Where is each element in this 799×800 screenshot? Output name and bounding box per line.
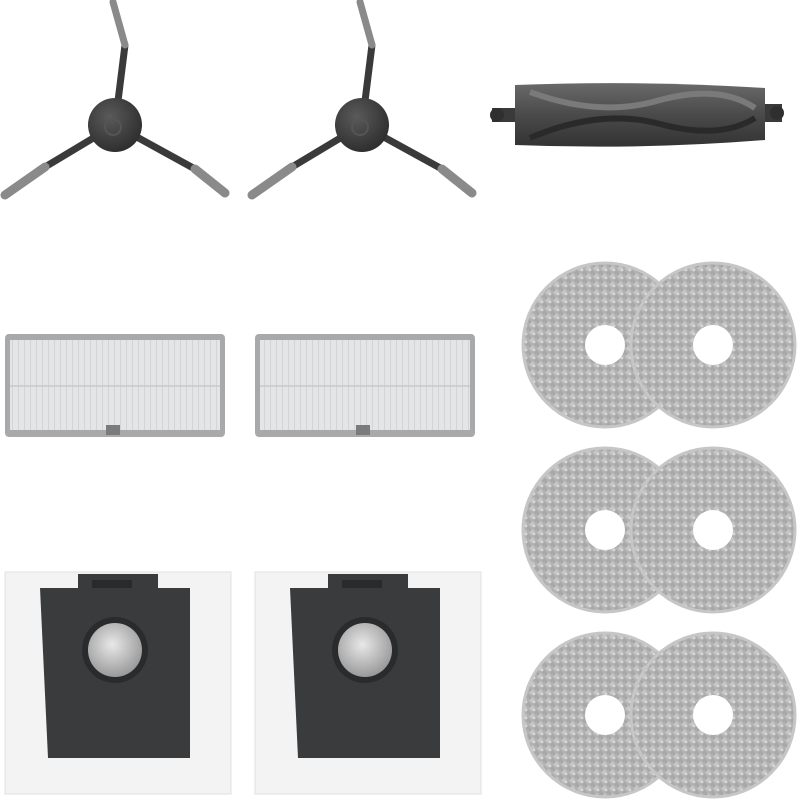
- dust-bag: [254, 571, 482, 795]
- mop-pad: [629, 631, 797, 799]
- mop-pad: [629, 446, 797, 614]
- side-brush: [0, 0, 230, 200]
- hepa-filter: [5, 334, 225, 437]
- mop-pad: [629, 261, 797, 429]
- dust-bag: [4, 571, 232, 795]
- main-roller-brush: [490, 83, 784, 147]
- side-brush: [247, 0, 477, 200]
- hepa-filter: [255, 334, 475, 437]
